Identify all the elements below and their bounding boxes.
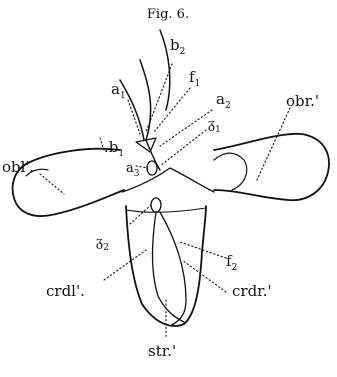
label-g2: ᵹ2 <box>96 232 109 253</box>
label-str: str.' <box>148 342 176 360</box>
label-g1: ᵹ1 <box>208 114 221 135</box>
label-obl: obl'. <box>2 158 34 176</box>
label-b2: b2 <box>170 36 185 57</box>
label-obr: obr.' <box>286 92 319 110</box>
right-bone-obr <box>214 134 329 200</box>
label-crdr: crdr.' <box>232 282 272 300</box>
central-complex <box>120 30 214 212</box>
label-a3: a3 <box>126 161 140 179</box>
label-a1: a1 <box>111 80 126 101</box>
figure-caption: Fig. 6. <box>147 7 189 22</box>
label-crdl: crdl'. <box>46 282 85 300</box>
label-f1: f1 <box>189 68 200 89</box>
label-b1: .b1 <box>104 138 124 159</box>
label-a2: a2 <box>216 90 231 111</box>
label-f2: f2 <box>226 252 237 273</box>
